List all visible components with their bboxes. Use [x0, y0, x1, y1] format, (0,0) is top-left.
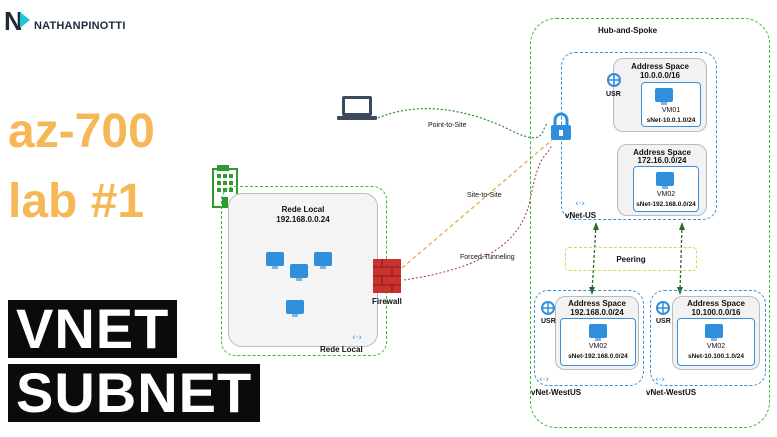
hub-addr1-cidr: 10.0.0.0/16	[639, 71, 681, 80]
hub-subnet2-label: sNet-192.168.0.0/24	[636, 201, 696, 208]
hub-addr2-cidr: 172.16.0.0/24	[637, 156, 687, 165]
firewall-icon	[373, 259, 401, 293]
logo-text: NATHANPINOTTI	[34, 20, 126, 32]
peering-box	[565, 247, 697, 271]
usr-route-icon	[607, 73, 621, 87]
spoke1-usr-label: USR	[541, 318, 556, 325]
hub-title: Hub-and-Spoke	[598, 26, 658, 35]
peering-arrow-right	[679, 224, 683, 293]
spoke1-usr-icon	[541, 301, 555, 315]
local-vm-2	[290, 264, 308, 281]
peering-arrow-left	[591, 224, 597, 293]
svg-text:‹·›: ‹·›	[575, 199, 585, 208]
spoke2-addr-title: Address Space	[687, 299, 745, 308]
hub-vm01-icon	[655, 88, 673, 105]
hub-vnet-icon: ‹·›	[575, 199, 585, 208]
forced-label: Forced-Tunneling	[460, 254, 515, 261]
hub-vm01-label: VM01	[661, 107, 681, 114]
logo-mark: N	[4, 8, 30, 34]
title-vnet-block: VNET	[8, 300, 178, 358]
hub-vm02-label: VM02	[656, 191, 676, 198]
local-footer: Rede Local	[320, 345, 363, 354]
vpn-gateway-lock-icon	[551, 112, 571, 140]
local-vm-3	[314, 252, 332, 269]
spoke2-vm-label: VM02	[706, 343, 726, 350]
hub-addr2-title: Address Space	[633, 148, 691, 157]
s2s-label: Site-to-Site	[467, 192, 502, 199]
local-vm-4	[286, 300, 304, 317]
brand-logo: N NATHANPINOTTI	[4, 8, 126, 34]
spoke2-vnet-icon: ‹·›	[655, 375, 665, 384]
svg-text:‹·›: ‹·›	[352, 333, 362, 342]
svg-text:‹·›: ‹·›	[655, 375, 665, 384]
hub-vnet-label: vNet-US	[565, 211, 597, 220]
spoke1-subnet-label: sNet-192.168.0.0/24	[568, 353, 628, 360]
spoke1-vm-label: VM02	[588, 343, 608, 350]
laptop-icon	[337, 96, 377, 120]
vnet-icon: ‹·›	[352, 333, 362, 342]
local-vm-1	[266, 252, 284, 269]
spoke2-usr-icon	[656, 301, 670, 315]
hub-and-spoke-boundary	[530, 18, 770, 428]
spoke2-usr-label: USR	[656, 318, 671, 325]
title-lab: lab #1	[8, 175, 145, 228]
local-cidr: 192.168.0.0.24	[276, 215, 330, 224]
peering-label: Peering	[616, 255, 646, 264]
spoke1-vnet-icon: ‹·›	[539, 375, 549, 384]
spoke2-vm-icon	[705, 324, 723, 341]
svg-text:‹·›: ‹·›	[539, 375, 549, 384]
hub-subnet1-label: sNet-10.0.1.0/24	[646, 117, 696, 124]
forced-line	[403, 144, 553, 281]
s2s-line	[401, 139, 553, 269]
spoke1-addr-title: Address Space	[568, 299, 626, 308]
spoke1-vnet-label: vNet-WestUS	[531, 388, 582, 397]
p2s-label: Point-to-Site	[428, 122, 467, 129]
spoke1-vm-icon	[589, 324, 607, 341]
title-subnet-block: SUBNET	[8, 364, 261, 422]
firewall-label: Firewall	[372, 297, 402, 306]
title-az700: az-700	[8, 105, 155, 158]
spoke2-cidr: 10.100.0.0/16	[691, 308, 741, 317]
hub-vm02-icon	[656, 172, 674, 189]
local-title: Rede Local	[281, 205, 325, 214]
spoke1-vnet-box	[534, 290, 644, 386]
spoke2-subnet-label: sNet-10.100.1.0/24	[687, 353, 744, 360]
spoke1-cidr: 192.168.0.0/24	[570, 308, 624, 317]
hub-addr1-title: Address Space	[631, 62, 689, 71]
hub-usr-label: USR	[606, 91, 621, 98]
spoke2-vnet-box	[650, 290, 766, 386]
spoke2-vnet-label: vNet-WestUS	[646, 388, 697, 397]
